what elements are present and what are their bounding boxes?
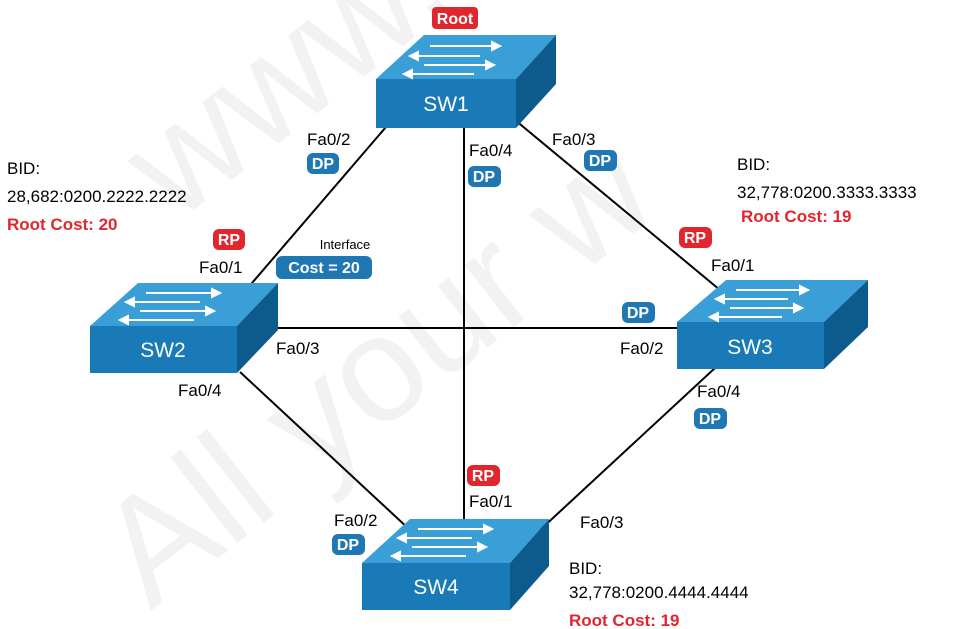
link-sw1-sw3 [514, 119, 721, 291]
badge-sw1-fa03-text: DP [589, 153, 612, 170]
port-sw1-fa02: Fa0/2 [307, 130, 350, 149]
switch-sw4-side [510, 519, 549, 610]
switch-sw2-front [90, 326, 237, 373]
sw3-root-cost: Root Cost: 19 [741, 207, 852, 226]
switch-sw1[interactable]: SW1 [376, 35, 556, 128]
sw2-bid-value: 28,682:0200.2222.2222 [7, 187, 187, 206]
sw4-info: BID: 32,778:0200.4444.4444 Root Cost: 19 [569, 559, 749, 629]
port-sw3-fa02: Fa0/2 [620, 339, 663, 358]
badge-sw3-fa01: RP [679, 227, 712, 248]
badge-sw1-fa04: DP [468, 166, 501, 187]
switch-sw3-label: SW3 [727, 336, 773, 359]
sw3-bid-value: 32,778:0200.3333.3333 [737, 183, 917, 202]
switch-sw2-side [237, 283, 278, 373]
sw2-bid-label: BID: [7, 159, 40, 178]
sw3-info: BID: 32,778:0200.3333.3333 Root Cost: 19 [737, 155, 917, 226]
arrows-icon [401, 40, 503, 80]
interface-cost-callout: Interface Cost = 20 [276, 237, 372, 279]
role-badges: DP DP DP RP RP DP DP RP [213, 150, 727, 555]
badge-sw3-fa01-text: RP [684, 230, 707, 247]
port-labels: Fa0/2 Fa0/4 Fa0/3 Fa0/1 Fa0/3 Fa0/4 Fa0/… [178, 130, 754, 532]
switch-sw2-top [90, 283, 278, 326]
arrows-icon [117, 287, 223, 326]
badge-sw4-fa01-text: RP [472, 468, 495, 485]
sw3-bid-label: BID: [737, 155, 770, 174]
badge-sw2-fa01-text: RP [218, 232, 241, 249]
switch-sw3[interactable]: SW3 [677, 280, 868, 369]
sw2-root-cost: Root Cost: 20 [7, 215, 118, 234]
port-sw2-fa01: Fa0/1 [199, 258, 242, 277]
badge-sw4-fa01: RP [467, 465, 500, 486]
badge-sw2-fa01: RP [213, 229, 245, 250]
link-sw1-sw2 [245, 119, 393, 291]
port-sw1-fa03: Fa0/3 [552, 130, 595, 149]
root-badge: Root [432, 7, 478, 29]
arrows-icon [389, 523, 495, 562]
switch-sw4-label: SW4 [413, 576, 459, 599]
switch-sw1-label: SW1 [423, 93, 469, 116]
badge-sw3-fa04: DP [694, 408, 727, 429]
port-sw1-fa04: Fa0/4 [469, 141, 512, 160]
badge-sw1-fa02: DP [307, 153, 339, 174]
port-sw2-fa04: Fa0/4 [178, 381, 221, 400]
link-sw3-sw4 [539, 367, 716, 531]
interface-cost-label: Interface [320, 237, 371, 252]
badge-sw4-fa02: DP [332, 534, 365, 555]
switch-sw3-top [677, 280, 868, 322]
interface-cost-value: Cost = 20 [288, 260, 360, 277]
switch-sw3-side [824, 280, 868, 369]
links [239, 119, 721, 531]
badge-sw1-fa03: DP [584, 150, 617, 171]
badge-sw3-fa04-text: DP [699, 411, 722, 428]
switch-sw4-top [362, 519, 549, 563]
badge-sw4-fa02-text: DP [337, 537, 360, 554]
arrows-icon [707, 284, 811, 323]
switch-sw1-side [516, 35, 556, 128]
port-sw4-fa03: Fa0/3 [580, 513, 623, 532]
port-sw3-fa01: Fa0/1 [711, 256, 754, 275]
switch-sw2[interactable]: SW2 [90, 283, 278, 373]
sw4-bid-label: BID: [569, 559, 602, 578]
badge-sw3-fa02: DP [622, 302, 655, 323]
port-sw4-fa01: Fa0/1 [469, 492, 512, 511]
port-sw4-fa02: Fa0/2 [334, 511, 377, 530]
switch-sw2-label: SW2 [140, 339, 186, 362]
port-sw3-fa04: Fa0/4 [697, 382, 740, 401]
sw2-info: BID: 28,682:0200.2222.2222 Root Cost: 20 [7, 159, 187, 234]
badge-sw1-fa04-text: DP [473, 169, 496, 186]
sw4-root-cost: Root Cost: 19 [569, 611, 680, 629]
switch-sw1-front [376, 79, 516, 128]
link-sw2-sw4 [239, 371, 411, 531]
switch-sw4-front [362, 563, 510, 610]
root-badge-text: Root [437, 11, 474, 28]
badge-sw1-fa02-text: DP [312, 156, 335, 173]
badge-sw3-fa02-text: DP [627, 305, 650, 322]
sw4-bid-value: 32,778:0200.4444.4444 [569, 583, 749, 602]
port-sw2-fa03: Fa0/3 [276, 339, 319, 358]
switch-sw4[interactable]: SW4 [362, 519, 549, 610]
switch-sw3-front [677, 322, 824, 369]
